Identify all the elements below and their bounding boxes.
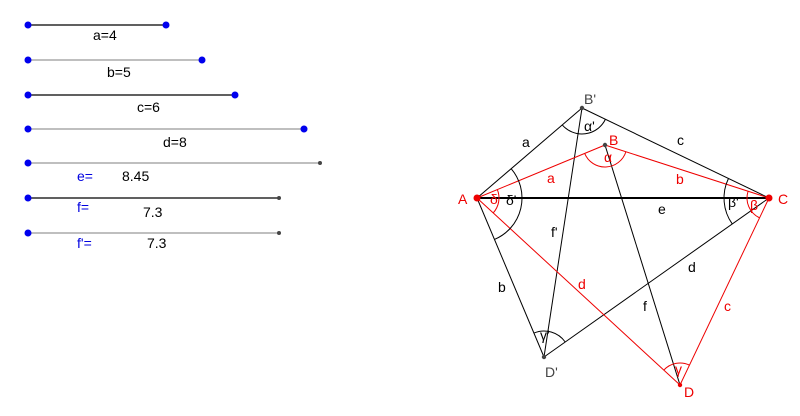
arc-alpha-prime — [561, 119, 606, 135]
arc-delta-prime — [494, 168, 523, 240]
slider-handle[interactable] — [198, 56, 206, 64]
label-b-red: b — [676, 171, 684, 187]
slider-start-point[interactable] — [24, 21, 32, 29]
label-c-red: c — [724, 298, 731, 314]
value-text: 8.45 — [122, 168, 149, 184]
end-point — [277, 231, 281, 235]
angle-gamma-prime: γ' — [540, 327, 550, 343]
black-quadrilateral — [476, 107, 770, 386]
angle-beta-prime: β' — [728, 194, 739, 210]
arc-beta-prime — [723, 178, 733, 225]
arc-delta — [492, 189, 500, 214]
slider-handle[interactable] — [162, 21, 170, 29]
slider-start-point[interactable] — [24, 56, 32, 64]
value-label: f= — [77, 199, 89, 215]
segment-c-black[interactable] — [581, 107, 770, 199]
value-text: 7.3 — [143, 204, 163, 220]
point-D[interactable] — [677, 382, 683, 388]
slider-label: d=8 — [163, 134, 187, 150]
point-B[interactable] — [602, 142, 608, 148]
slider-b[interactable]: b=5 — [24, 56, 206, 81]
red-quadrilateral — [476, 144, 770, 386]
label-C: C — [778, 191, 788, 207]
segment-b-black[interactable] — [476, 197, 545, 358]
label-a-red: a — [547, 170, 555, 186]
arc-beta — [746, 191, 760, 219]
start-point[interactable] — [24, 229, 32, 237]
label-c-black: c — [677, 132, 684, 148]
label-f: f — [643, 298, 647, 314]
slider-handle[interactable] — [231, 91, 239, 99]
segment-b-red[interactable] — [604, 144, 770, 199]
label-a-black: a — [522, 134, 530, 150]
arc-gamma — [663, 362, 690, 371]
point-B-prime[interactable] — [579, 105, 585, 111]
slider-a[interactable]: a=4 — [24, 21, 170, 44]
angle-gamma: γ — [675, 361, 682, 377]
label-D: D — [684, 384, 694, 400]
arc-alpha — [584, 151, 627, 168]
slider-start-point[interactable] — [24, 91, 32, 99]
label-d-red: d — [578, 276, 586, 292]
segment-a-black[interactable] — [476, 107, 583, 199]
slider-d[interactable]: d=8 — [24, 125, 308, 151]
label-B: B — [609, 132, 618, 148]
value-text: 7.3 — [147, 235, 167, 251]
label-d-black: d — [688, 259, 696, 275]
angle-beta: β — [750, 197, 758, 213]
angle-arcs — [492, 119, 760, 371]
label-b-black: b — [498, 279, 506, 295]
diagonal-f[interactable] — [604, 144, 681, 386]
segment-d-black[interactable] — [543, 197, 770, 358]
label-D-prime: D' — [545, 364, 558, 380]
arc-gamma-prime — [533, 330, 566, 343]
label-e: e — [658, 201, 666, 217]
label-B-prime: B' — [584, 91, 596, 107]
segment-e-display: e= 8.45 — [24, 159, 322, 184]
slider-label: b=5 — [107, 64, 131, 80]
slider-label: c=6 — [137, 99, 160, 115]
slider-handle[interactable] — [300, 125, 308, 133]
slider-c[interactable]: c=6 — [24, 91, 239, 116]
end-point — [318, 161, 322, 165]
point-A[interactable] — [473, 194, 481, 202]
point-D-prime[interactable] — [541, 354, 547, 360]
start-point[interactable] — [24, 194, 32, 202]
angle-alpha-prime: α' — [584, 118, 595, 134]
segment-a-red[interactable] — [476, 144, 606, 199]
start-point[interactable] — [24, 159, 32, 167]
angle-delta-prime: δ' — [506, 192, 516, 208]
slider-label: a=4 — [93, 27, 117, 43]
segment-d-red[interactable] — [476, 197, 681, 386]
value-label: f'= — [77, 235, 92, 251]
end-point — [277, 196, 281, 200]
segment-f-display: f= 7.3 — [24, 194, 281, 220]
segment-f-prime-display: f'= 7.3 — [24, 229, 281, 251]
diagonal-f-prime[interactable] — [543, 107, 583, 358]
slider-start-point[interactable] — [24, 125, 32, 133]
segment-c-red[interactable] — [679, 197, 770, 386]
label-A: A — [458, 191, 468, 207]
angle-delta: δ — [490, 191, 498, 207]
value-label: e= — [77, 168, 93, 184]
angle-alpha: α — [604, 149, 612, 165]
point-C[interactable] — [765, 194, 773, 202]
label-f-prime: f' — [551, 224, 558, 240]
